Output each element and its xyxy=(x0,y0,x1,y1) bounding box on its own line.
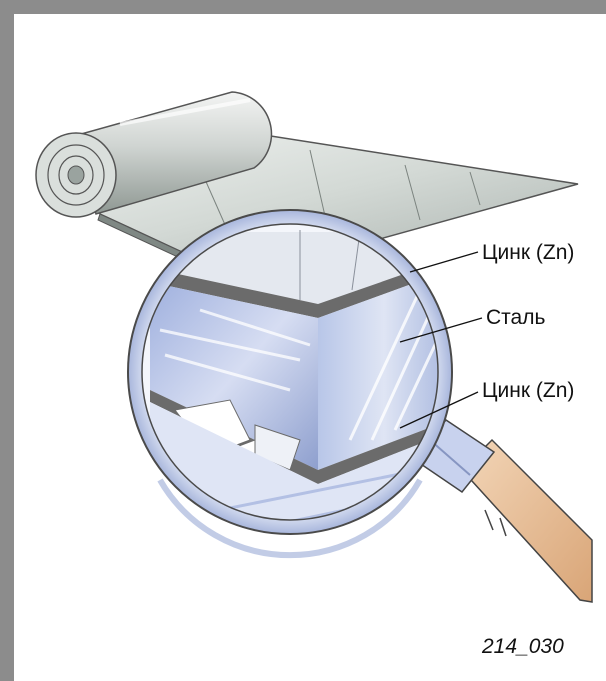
label-zinc-top: Цинк (Zn) xyxy=(482,241,575,264)
label-steel: Сталь xyxy=(486,306,546,329)
zinc-top-leader-line xyxy=(409,251,479,273)
steel-leader-line xyxy=(399,317,483,343)
steel-core-left-face xyxy=(150,282,318,470)
zinc-bottom-layer xyxy=(150,390,438,484)
zinc-bottom-leader-line xyxy=(399,391,479,429)
label-zinc-bottom: Цинк (Zn) xyxy=(482,379,575,402)
steel-roll xyxy=(35,91,273,218)
figure-id: 214_030 xyxy=(482,635,564,658)
zinc-top-layer xyxy=(150,258,438,318)
magnifier-handle xyxy=(410,419,593,603)
